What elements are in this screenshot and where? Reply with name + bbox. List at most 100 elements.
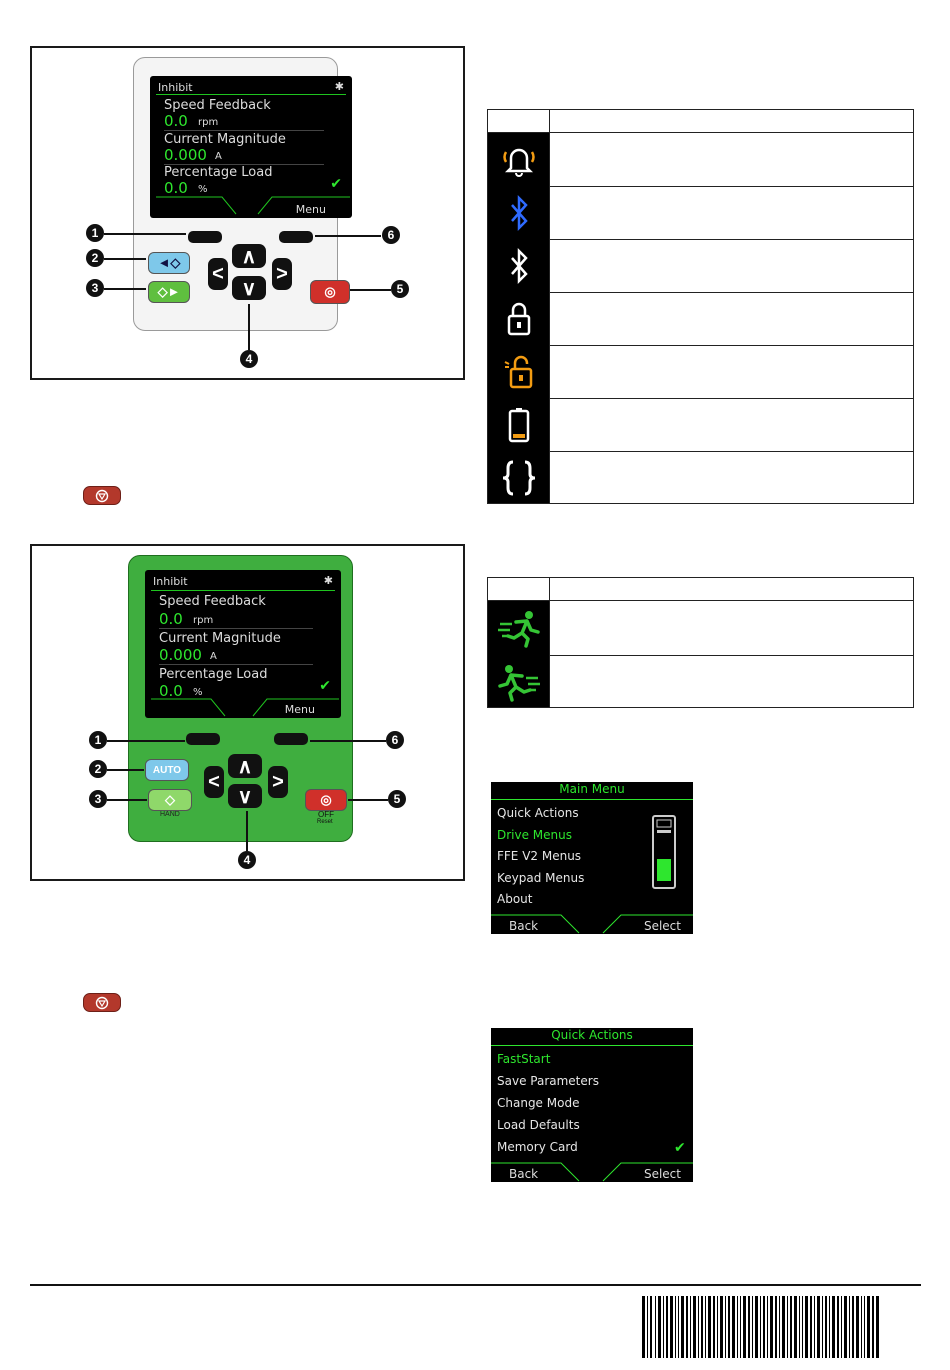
chevron-down-icon: ✔ [674,1140,686,1156]
hand-label: HAND [160,811,180,818]
menu-item[interactable]: FFE V2 Menus [497,849,582,863]
softkey-divider [491,1162,693,1182]
auto-button[interactable]: AUTO [145,759,189,781]
callout-6: 6 [386,731,404,749]
keypad-graphic-icon [652,815,676,889]
reset-label: Reset [317,819,333,825]
up-arrow-key[interactable]: ∧ [228,754,262,778]
main-menu-screen: Main Menu Quick Actions Drive Menus FFE … [491,782,693,934]
left-arrow-key[interactable]: < [208,258,228,290]
footer-rule [30,1284,921,1286]
reverse-button[interactable]: ◄◇ [148,252,190,274]
row-unit: % [198,184,208,195]
menu-item-selected[interactable]: Drive Menus [497,828,573,842]
menu-item[interactable]: About [497,892,533,906]
up-arrow-key[interactable]: ∧ [232,244,266,268]
menu-item[interactable]: Load Defaults [497,1118,580,1132]
row-unit: A [215,151,222,162]
callout-1: 1 [86,224,104,242]
menu-title: Quick Actions [491,1028,693,1046]
unlock-icon [488,345,549,398]
bluetooth-icon: ✱ [323,574,333,587]
callout-2: 2 [86,249,104,267]
row-value: 0.0 [164,112,188,130]
callout-4: 4 [238,851,256,869]
lock-icon [488,292,549,345]
row-label: Current Magnitude [159,631,281,646]
stop-button[interactable]: ◎ [310,280,350,304]
right-soft-key[interactable] [274,733,308,745]
row-unit: A [210,651,217,662]
right-arrow-key[interactable]: > [268,766,288,798]
battery-low-icon [488,398,549,451]
status-text: Inhibit [153,575,188,588]
off-label: OFF [318,810,334,819]
hand-button[interactable]: ◇ [148,789,192,811]
row-unit: rpm [198,117,219,128]
back-softkey-label[interactable]: Back [509,1167,539,1181]
menu-item[interactable]: Keypad Menus [497,871,585,885]
forward-button[interactable]: ◇► [148,281,190,303]
row-label: Speed Feedback [159,594,266,609]
select-softkey-label[interactable]: Select [643,919,681,933]
row-label: Percentage Load [164,165,273,180]
chevron-down-icon: ✔ [319,678,331,694]
menu-item[interactable]: Save Parameters [497,1074,599,1088]
row-value: 0.0 [159,610,183,628]
right-soft-key[interactable] [279,231,313,243]
status-text: Inhibit [158,81,193,94]
softkey-divider [491,914,693,934]
down-arrow-key[interactable]: ∨ [228,784,262,808]
running-reverse-icon [488,655,549,709]
row-value: 0.000 [159,646,202,664]
back-softkey-label[interactable]: Back [509,919,539,933]
callout-2: 2 [89,760,107,778]
callout-3: 3 [86,279,104,297]
callout-4: 4 [240,350,258,368]
lcd-screen: Inhibit ✱ Speed Feedback 0.0 rpm Current… [145,570,341,718]
row-unit: % [193,687,203,698]
off-button[interactable]: ◎ [305,789,347,811]
callout-1: 1 [89,731,107,749]
row-value: 0.000 [164,146,207,164]
quick-actions-screen: Quick Actions FastStart Save Parameters … [491,1028,693,1182]
alarm-bell-icon [488,133,549,186]
menu-title: Main Menu [491,782,693,800]
row-value: 0.0 [159,682,183,700]
keypad-figure-2: Inhibit ✱ Speed Feedback 0.0 rpm Current… [30,544,465,881]
braces-icon [488,451,549,504]
bluetooth-connected-icon [488,186,549,239]
right-arrow-key[interactable]: > [272,258,292,290]
bluetooth-icon: ✱ [334,80,344,93]
callout-5: 5 [391,280,409,298]
left-soft-key[interactable] [186,733,220,745]
menu-item[interactable]: Quick Actions [497,806,579,820]
chevron-down-icon: ✔ [330,176,342,192]
row-unit: rpm [193,615,214,626]
callout-3: 3 [89,790,107,808]
softkey-divider [151,698,339,717]
menu-item[interactable]: Change Mode [497,1096,580,1110]
run-status-icon-table [487,577,914,708]
lcd-screen: Inhibit ✱ Speed Feedback 0.0 rpm Current… [150,76,352,218]
menu-item-selected[interactable]: FastStart [497,1052,551,1066]
left-soft-key[interactable] [188,231,222,243]
barcode-icon [642,1296,879,1358]
menu-softkey-label: Menu [295,203,326,216]
select-softkey-label[interactable]: Select [643,1167,681,1181]
stop-key-icon [83,993,121,1012]
keypad-figure-1: Inhibit ✱ Speed Feedback 0.0 rpm Current… [30,46,465,380]
running-forward-icon [488,601,549,655]
row-value: 0.0 [164,179,188,197]
status-icon-table [487,109,914,504]
row-label: Current Magnitude [164,132,286,147]
menu-softkey-label: Menu [284,703,315,716]
row-label: Speed Feedback [164,98,271,113]
down-arrow-key[interactable]: ∨ [232,276,266,300]
row-label: Percentage Load [159,667,268,682]
softkey-divider [156,196,350,215]
menu-item[interactable]: Memory Card [497,1140,578,1154]
bluetooth-icon [488,239,549,292]
callout-6: 6 [382,226,400,244]
left-arrow-key[interactable]: < [204,766,224,798]
